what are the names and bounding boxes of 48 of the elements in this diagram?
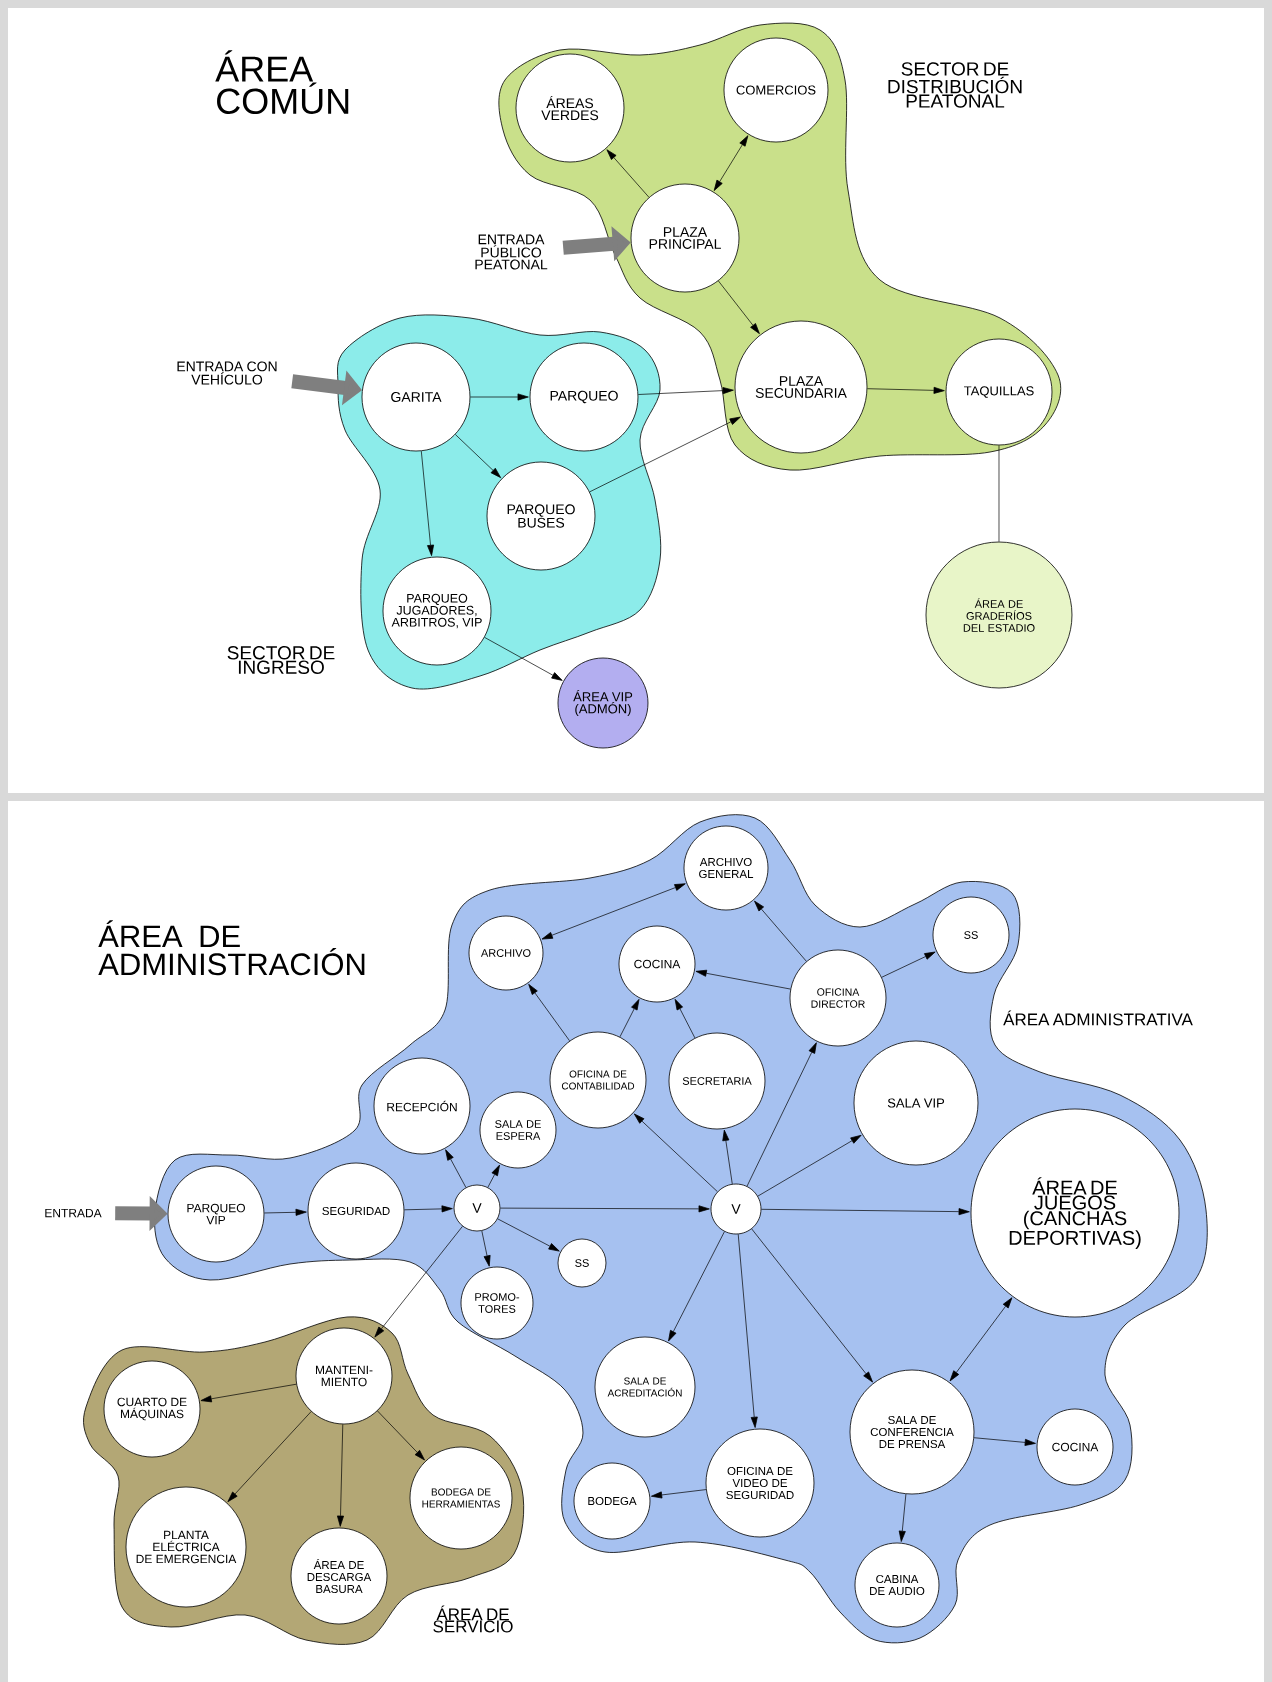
arrow	[589, 416, 741, 493]
arrow	[484, 637, 563, 681]
arrow	[881, 951, 936, 978]
arrow	[377, 1410, 425, 1461]
arrow	[668, 1231, 725, 1342]
arrow	[541, 883, 686, 940]
arrow	[973, 1437, 1036, 1446]
arrow	[619, 999, 640, 1038]
arrow	[638, 387, 734, 395]
arrow	[606, 149, 650, 198]
arrow	[718, 280, 760, 334]
arrow	[713, 135, 749, 191]
arrow	[651, 1489, 707, 1499]
arrow	[470, 393, 529, 401]
arrow	[761, 1208, 970, 1216]
arrow	[497, 1218, 560, 1252]
arrow	[404, 1205, 453, 1213]
arrow	[481, 1230, 491, 1267]
section-title: ÁREA DE ADMINISTRACIÓN	[98, 920, 365, 976]
entrance-label: ENTRADA PÚBLICO PEATONAL	[475, 234, 548, 270]
arrow	[264, 1208, 307, 1216]
entrance-label: ENTRADA	[45, 1208, 102, 1218]
arrow	[487, 1164, 500, 1188]
arrow	[337, 1424, 344, 1527]
arrow	[751, 1228, 873, 1383]
arrow	[420, 450, 434, 556]
arrow	[227, 1411, 312, 1503]
arrow	[746, 1042, 817, 1187]
arrow	[898, 1493, 907, 1542]
arrow	[695, 969, 791, 990]
arrow	[722, 1129, 733, 1185]
arrow	[867, 386, 945, 394]
arrow	[455, 434, 502, 478]
section-title: ÁREA COMÚN	[215, 50, 349, 114]
node-label: SECTOR DE INGRESO	[227, 646, 335, 674]
arrow	[200, 1383, 297, 1403]
connector-line	[998, 445, 1000, 542]
arrow	[737, 1233, 758, 1428]
arrow	[528, 983, 570, 1042]
arrow	[500, 1205, 710, 1213]
arrow	[633, 1113, 718, 1192]
arrow	[674, 998, 696, 1039]
arrow	[445, 1149, 467, 1188]
arrow	[754, 900, 807, 962]
arrow	[374, 1226, 463, 1338]
arrow	[757, 1134, 862, 1197]
entrance-label: ENTRADA CON VEHÍCULO	[177, 361, 277, 385]
arrow	[949, 1297, 1013, 1382]
